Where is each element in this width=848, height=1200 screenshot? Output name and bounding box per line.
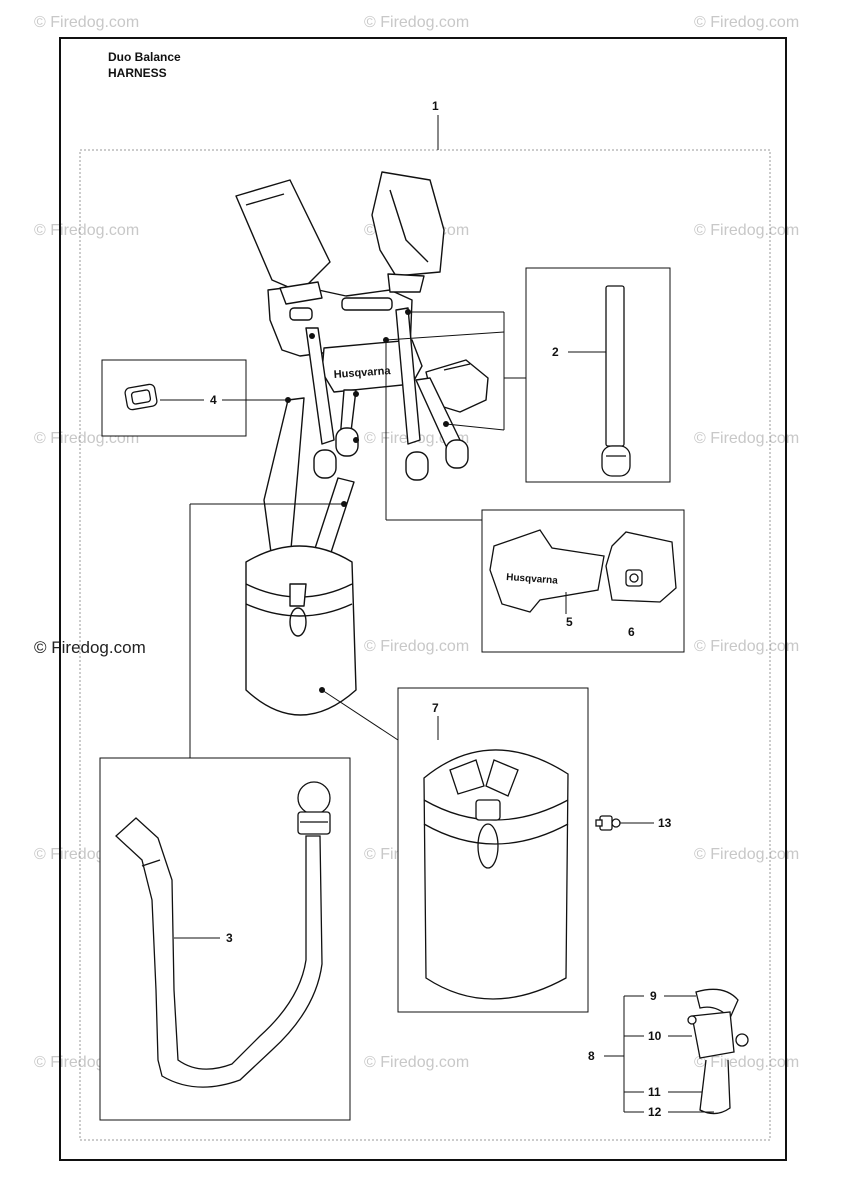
callout-2: 2 bbox=[552, 345, 559, 359]
leader-line-3 bbox=[189, 503, 344, 758]
page-frame bbox=[59, 37, 787, 1161]
watermark: © Firedog.com bbox=[694, 430, 800, 447]
box-item-4 bbox=[101, 359, 247, 437]
callout-12: 12 bbox=[648, 1105, 662, 1119]
watermark: © Firedog.com bbox=[364, 14, 470, 31]
product-name: Duo Balance bbox=[108, 50, 181, 64]
hip-pad-part bbox=[605, 531, 677, 603]
long-strap-part bbox=[115, 781, 331, 1088]
callout-11: 11 bbox=[648, 1085, 661, 1099]
watermark: © Firedog.com bbox=[34, 638, 146, 657]
watermark: © Firedog.com bbox=[694, 846, 800, 863]
watermark: © Firedog.com bbox=[34, 14, 140, 31]
watermark: © Firedog.com bbox=[364, 638, 470, 655]
section-title: HARNESS bbox=[108, 66, 167, 80]
screw-part bbox=[595, 815, 621, 831]
callout-8: 8 bbox=[588, 1049, 595, 1063]
callout-3: 3 bbox=[226, 931, 233, 945]
watermark: © Firedog.com bbox=[694, 1054, 800, 1071]
callout-7: 7 bbox=[432, 701, 439, 715]
box-item-2 bbox=[525, 267, 671, 483]
short-strap-part bbox=[601, 285, 631, 477]
callout-4: 4 bbox=[210, 393, 217, 407]
callout-13: 13 bbox=[658, 816, 672, 830]
brand-logo: Husqvarna bbox=[506, 572, 559, 587]
assembly-frame bbox=[79, 149, 771, 1141]
callout-5: 5 bbox=[566, 615, 573, 629]
harness-assembly: Husqvarna bbox=[235, 171, 489, 716]
watermark: © Firedog.com bbox=[694, 638, 800, 655]
watermark: © Firedog.com bbox=[694, 14, 800, 31]
callout-9: 9 bbox=[650, 989, 657, 1003]
leader-lines-2 bbox=[385, 311, 526, 431]
callout-1: 1 bbox=[432, 99, 439, 113]
leader-lines-8 bbox=[604, 995, 714, 1113]
shoulder-pad-part: Husqvarna bbox=[489, 529, 605, 613]
buckle-part bbox=[124, 383, 158, 411]
watermark: © Firedog.com bbox=[364, 1054, 470, 1071]
bag-part bbox=[423, 749, 569, 1000]
callout-6: 6 bbox=[628, 625, 635, 639]
hook-assembly-part bbox=[687, 988, 749, 1115]
watermark: © Firedog.com bbox=[694, 222, 800, 239]
brand-logo: Husqvarna bbox=[333, 365, 391, 381]
callout-10: 10 bbox=[648, 1029, 662, 1043]
